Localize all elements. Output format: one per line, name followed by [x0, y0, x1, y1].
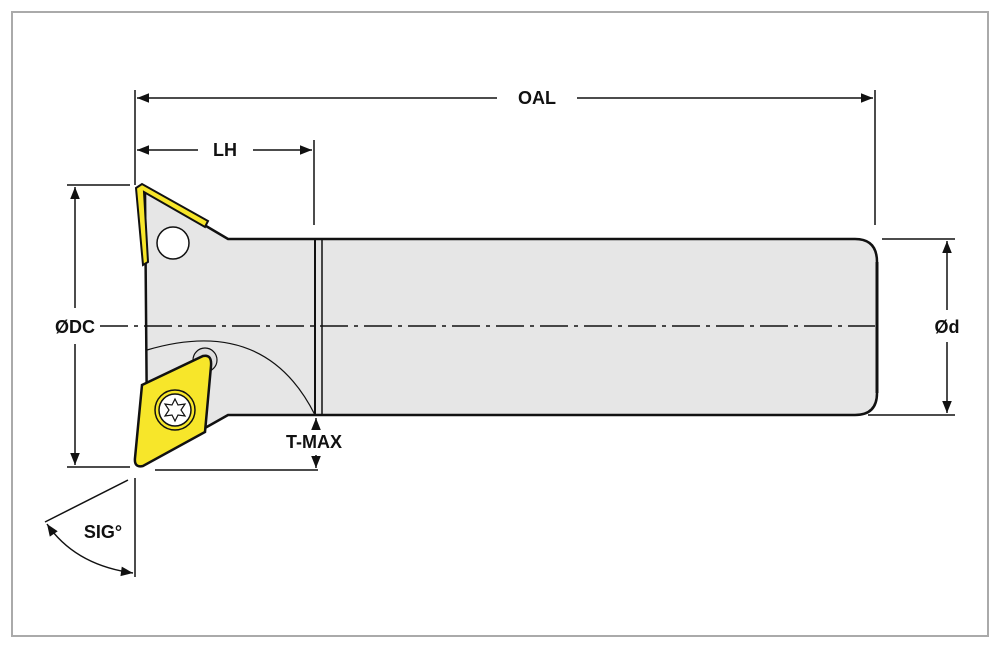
chip-pocket-arc [146, 340, 316, 416]
upper-insert [134, 182, 210, 267]
lh-label: LH [213, 140, 237, 160]
frame-border [11, 11, 989, 637]
coolant-hole [156, 226, 190, 260]
tool-body [143, 187, 879, 432]
tmax-label: T-MAX [286, 432, 342, 452]
oal-label: OAL [518, 88, 556, 108]
d-label: Ød [935, 317, 960, 337]
sig-extension-angled [44, 479, 129, 523]
insert-screw-ring [154, 389, 196, 431]
sig-angle-arc [46, 523, 134, 577]
torx-icon [163, 397, 187, 423]
sig-label: SIG° [84, 522, 122, 542]
dc-label: ØDC [55, 317, 95, 337]
